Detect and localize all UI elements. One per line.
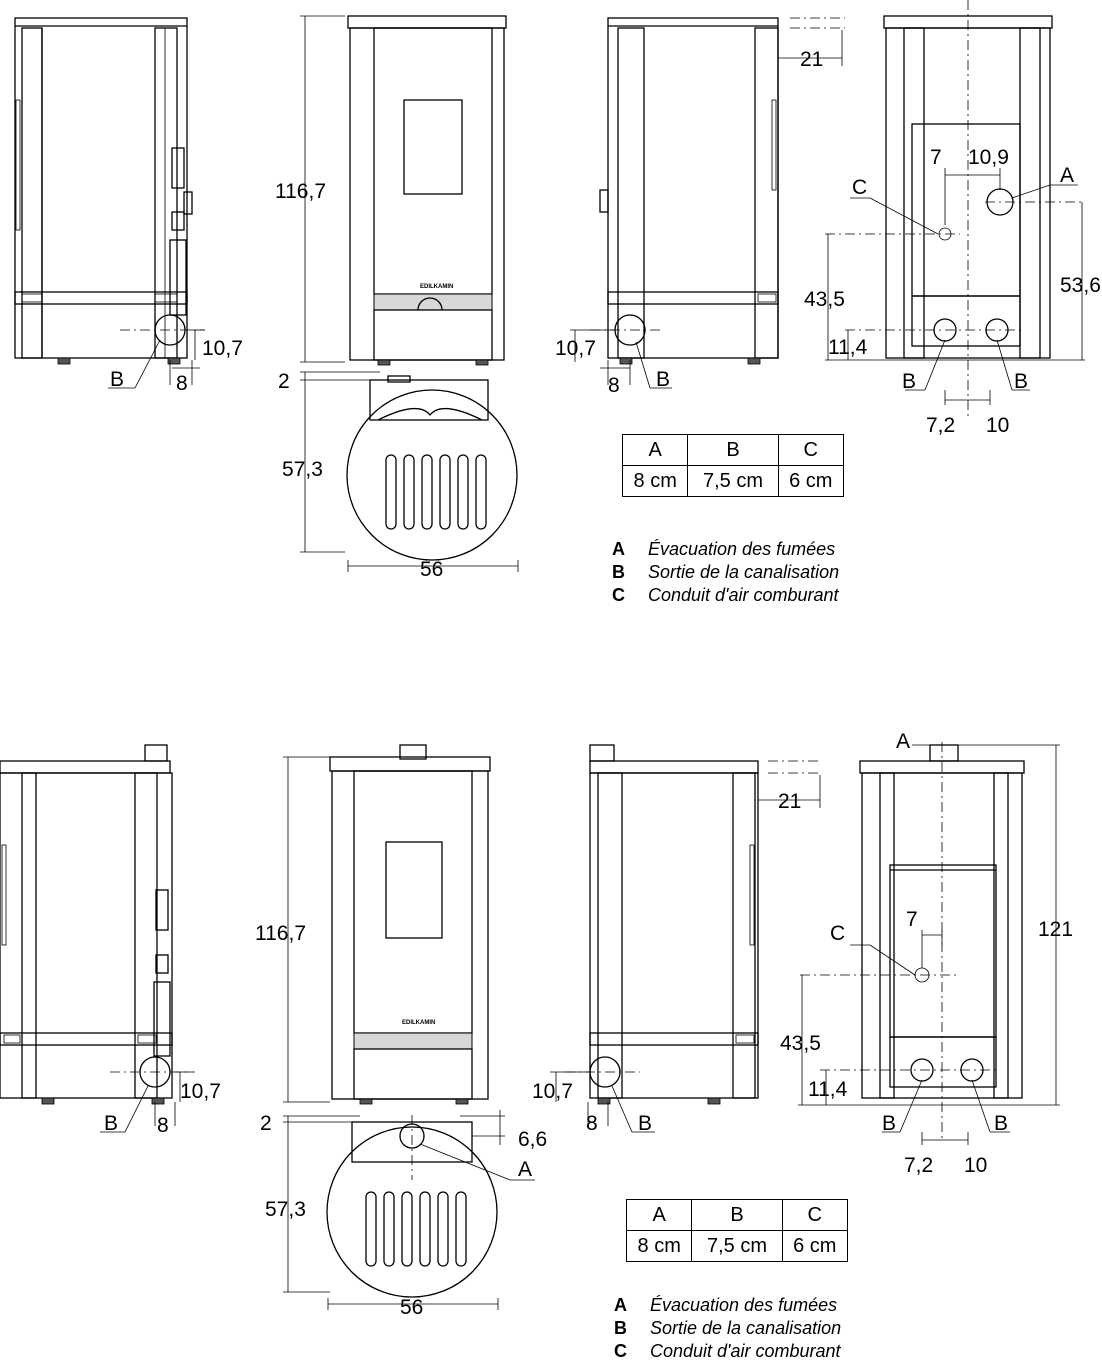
table-value-c: 6 cm [777, 465, 845, 497]
table-value-a: 8 cm [625, 1230, 693, 1262]
table-header-c: C [777, 434, 845, 466]
dim-top-offset-b: 2 [260, 1112, 272, 1135]
table-header-b: B [691, 1199, 783, 1231]
dim-outlet-height-right: 10,7 [555, 337, 596, 360]
label-b-rear-b-left: B [882, 1112, 896, 1135]
side-view-left-bottom: 10,7 8 B [0, 744, 221, 1137]
rear-view-bottom: A 121 7 C 43,5 11,4 B B 7,2 10 [780, 730, 1073, 1177]
dim-outlet-right-offset: 10 [986, 414, 1009, 437]
dim-width: 56 [420, 558, 443, 581]
connection-table-bottom: A B C 8 cm 7,5 cm 6 cm [625, 1199, 849, 1262]
dim-outlet-left-offset-b: 7,2 [904, 1154, 933, 1177]
brand-mark-b: EDILKAMIN [402, 1020, 435, 1026]
dim-rear-gap: 21 [800, 48, 823, 71]
dim-lower-outlet-height-b: 11,4 [808, 1078, 848, 1101]
label-b-b: B [104, 1112, 118, 1135]
label-b-rear-b-right: B [994, 1112, 1008, 1135]
vents [385, 454, 487, 530]
dim-outlet-height: 10,7 [202, 337, 243, 360]
connection-table-top: A B C 8 cm 7,5 cm 6 cm [621, 434, 845, 497]
table-header-c: C [781, 1199, 849, 1231]
dim-depth-b: 57,3 [265, 1198, 306, 1221]
vents-b [365, 1191, 467, 1267]
dim-outlet-offset-b: 8 [157, 1114, 169, 1137]
dim-intake-offset-b: 7 [906, 908, 918, 931]
brand-mark: EDILKAMIN [420, 284, 453, 290]
label-c: C [852, 176, 867, 199]
dim-outlet-right-offset-b: 10 [964, 1154, 987, 1177]
table-header-b: B [687, 434, 779, 466]
table-value-b: 7,5 cm [691, 1230, 783, 1262]
top-set: 10,7 8 B EDILKAMIN 116,7 [14, 0, 1101, 581]
dim-outlet-height-rb: 10,7 [532, 1080, 573, 1103]
dim-fume-height: 53,6 [1060, 274, 1101, 297]
dim-intake-height: 43,5 [804, 288, 845, 311]
rear-view-top: 7 10,9 C A 43,5 53,6 11,4 B B 7,2 10 [804, 0, 1101, 437]
table-header-a: A [621, 434, 689, 466]
label-c-b: C [830, 922, 845, 945]
dim-outlet-height-b: 10,7 [180, 1080, 221, 1103]
table-value-c: 6 cm [781, 1230, 849, 1262]
plan-view-bottom: 2 6,6 A 57,3 56 [260, 1110, 547, 1319]
side-view-left-top: 10,7 8 B [14, 17, 243, 395]
dim-height-b: 116,7 [255, 922, 306, 945]
dim-height-tall: 121 [1038, 918, 1073, 941]
dim-outlet-offset-right: 8 [608, 374, 620, 397]
label-a-rear-b: A [896, 730, 910, 753]
label-a: A [1060, 164, 1074, 187]
dim-width-b: 56 [400, 1296, 423, 1319]
dim-lower-outlet-height: 11,4 [828, 336, 868, 359]
dim-intake-offset: 7 [930, 146, 942, 169]
dim-height: 116,7 [275, 180, 326, 203]
side-view-right-top: 21 10,7 8 B [555, 17, 845, 397]
front-view-bottom: EDILKAMIN 116,7 [255, 744, 491, 1105]
dim-top-offset: 2 [278, 370, 290, 393]
dim-top-fume-offset: 6,6 [518, 1128, 547, 1151]
dim-depth: 57,3 [282, 458, 323, 481]
table-value-a: 8 cm [621, 465, 689, 497]
label-b-rear-right: B [1014, 370, 1028, 393]
dim-outlet-offset: 8 [176, 372, 188, 395]
dim-outlet-left-offset: 7,2 [926, 414, 955, 437]
dim-rear-gap-b: 21 [778, 790, 801, 813]
bottom-set: 10,7 8 B EDILKAMIN 116,7 [0, 730, 1073, 1319]
dim-outlet-offset-rb: 8 [586, 1112, 598, 1135]
table-header-a: A [625, 1199, 693, 1231]
label-b-rb: B [638, 1112, 652, 1135]
label-a-plan: A [518, 1158, 532, 1181]
label-b-rear-left: B [902, 370, 916, 393]
dim-intake-height-b: 43,5 [780, 1032, 821, 1055]
front-view-top: EDILKAMIN 116,7 [275, 15, 507, 366]
label-b: B [110, 368, 124, 391]
side-view-right-bottom: 21 10,7 8 B [532, 744, 821, 1135]
plan-view-top: 2 57,3 56 [278, 370, 519, 581]
dim-fume-offset: 10,9 [968, 146, 1009, 169]
label-b-right: B [656, 368, 670, 391]
table-value-b: 7,5 cm [687, 465, 779, 497]
